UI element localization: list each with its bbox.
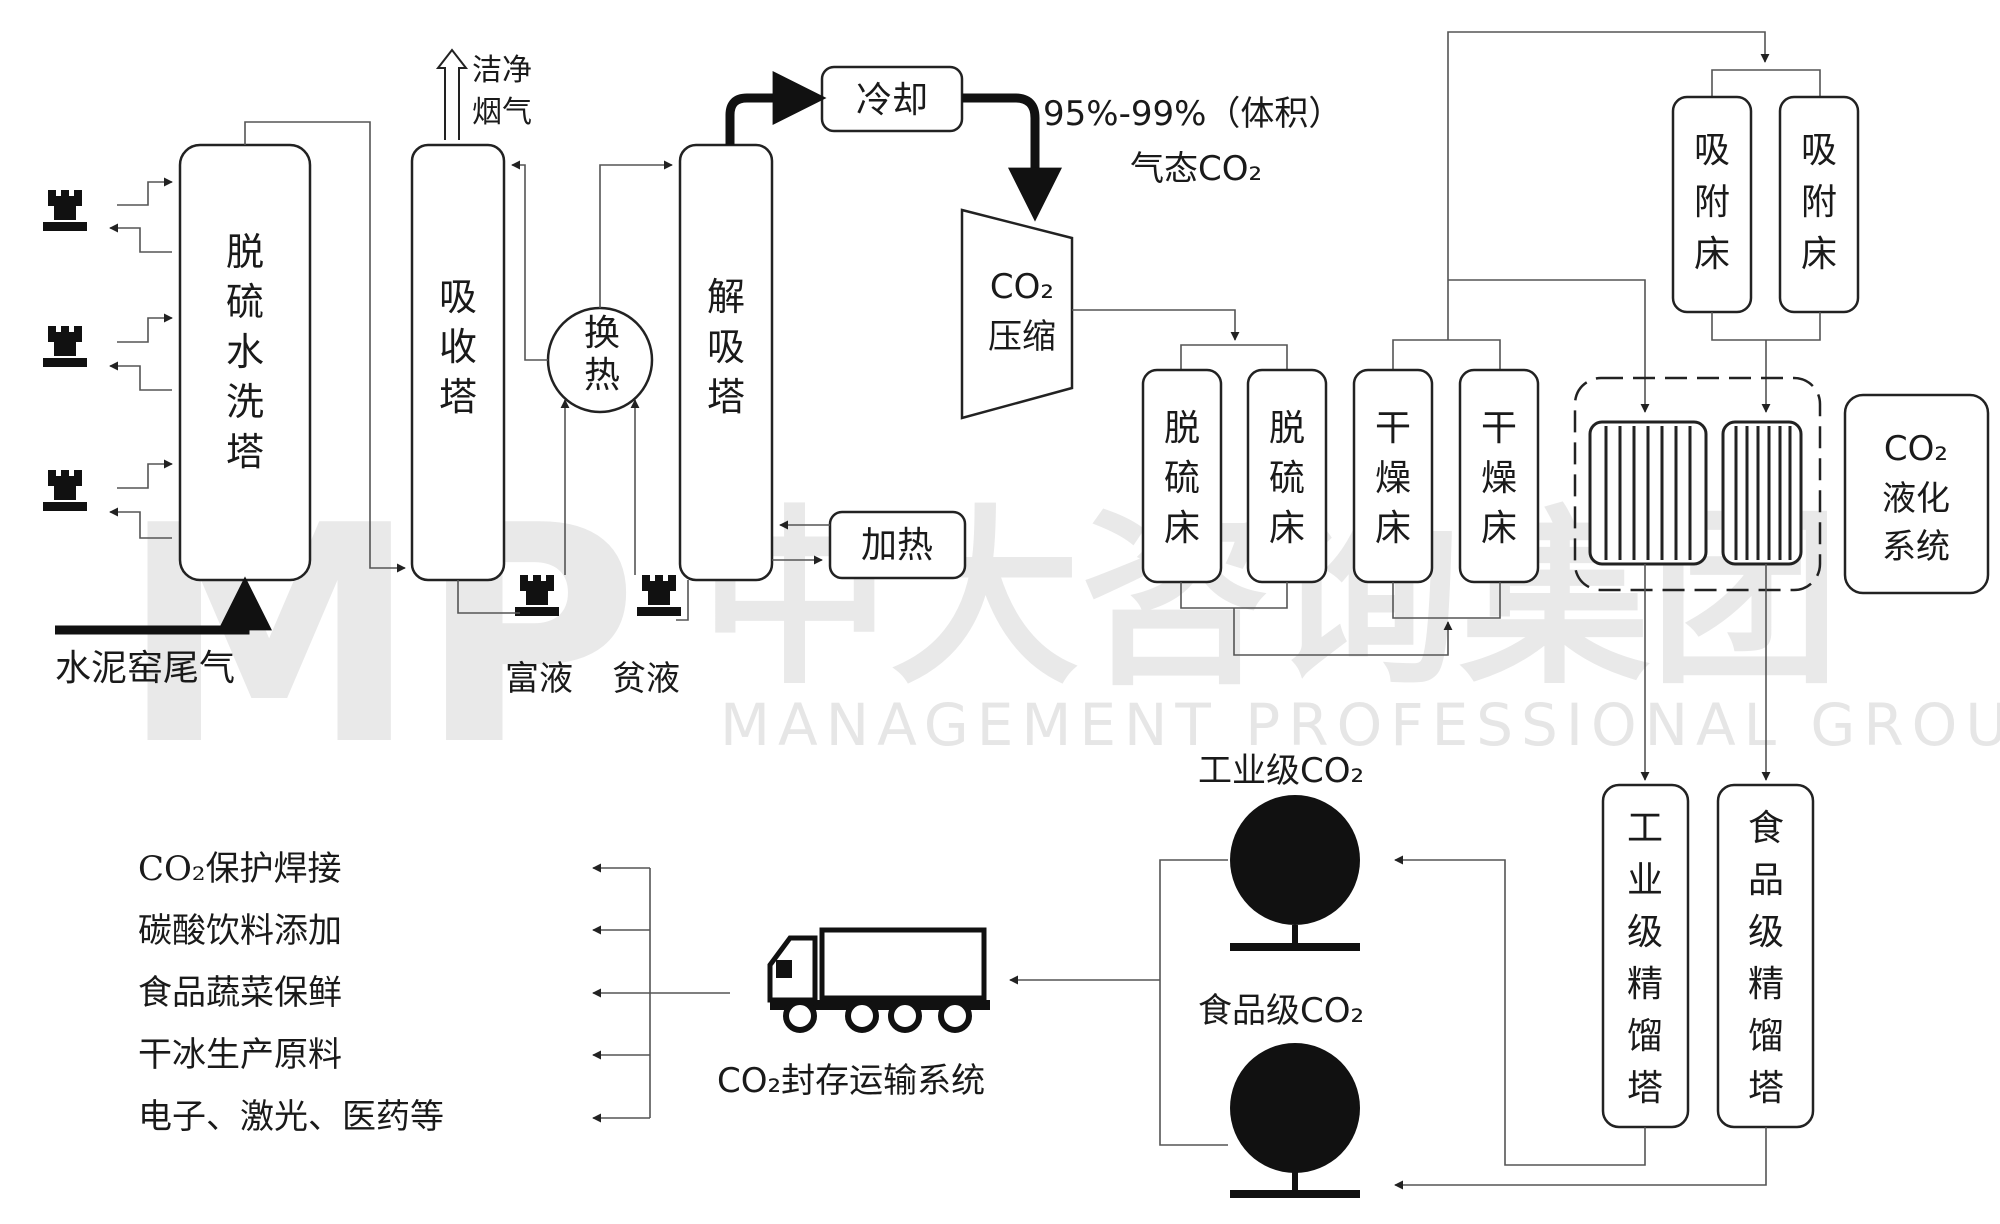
storage-tank-icon xyxy=(1230,795,1360,951)
rich-liquid-line xyxy=(457,580,520,614)
pump-icon xyxy=(43,190,87,231)
pump-icon xyxy=(43,470,87,511)
co2-compressor: CO₂ 压缩 xyxy=(960,208,1074,420)
heat-exchanger-to-absorber xyxy=(511,160,548,361)
svg-text:干燥床: 干燥床 xyxy=(1375,408,1411,549)
adsorb-bed-footer xyxy=(1711,312,1821,341)
lean-liquid-line xyxy=(676,580,689,621)
liquefaction-system-label: 液化系统 xyxy=(1882,479,1950,567)
desulf-bed-header xyxy=(1180,344,1288,370)
wash-to-absorber-top xyxy=(244,121,406,573)
desulf-to-dry-line xyxy=(1233,608,1453,656)
clean-flue-gas-arrow xyxy=(435,48,469,140)
industrial-to-tank-line xyxy=(1394,855,1646,1166)
compressor-to-desulf-beds xyxy=(1072,309,1240,341)
pump-connections xyxy=(109,177,173,539)
gaseous-co2-label: 气态CO₂ xyxy=(1130,149,1262,189)
liquefaction-system xyxy=(1573,376,1822,592)
svg-text:脱硫床: 脱硫床 xyxy=(1269,408,1305,549)
pump-icon xyxy=(43,326,87,367)
svg-text:MANAGEMENT PROFESSIONAL GROUP: MANAGEMENT PROFESSIONAL GROUP xyxy=(720,691,2000,759)
heat-exchanger-to-desorber xyxy=(599,160,673,308)
svg-text:吸附床: 吸附床 xyxy=(1694,130,1730,275)
truck-icon xyxy=(767,927,990,1033)
industrial-grade-distillation-column: 工业级精馏塔 xyxy=(1601,783,1690,1129)
food-co2-label: 食品级CO₂ xyxy=(1198,991,1364,1031)
svg-text:冷却: 冷却 xyxy=(856,80,928,121)
application-item: 碳酸饮料添加 xyxy=(138,911,342,951)
dry-to-adsorb-line xyxy=(1447,31,1770,340)
watermark: MP 中大咨询集团 MANAGEMENT PROFESSIONAL GROUP xyxy=(120,462,2000,811)
rich-liquid-label: 富液 xyxy=(505,659,573,699)
svg-text:食品级精馏塔: 食品级精馏塔 xyxy=(1748,808,1784,1109)
desorber-tower: 解吸塔 xyxy=(678,143,774,582)
svg-text:脱硫床: 脱硫床 xyxy=(1164,408,1200,549)
co2-liquefaction-label-box: CO₂ 液化系统 xyxy=(1843,393,1990,595)
pump-icon xyxy=(637,575,681,616)
application-item: CO₂保护焊接 xyxy=(138,849,342,889)
industrial-co2-label: 工业级CO₂ xyxy=(1198,751,1364,791)
transport-system-label: CO₂封存运输系统 xyxy=(717,1061,985,1101)
dry-bed-footer xyxy=(1392,582,1501,619)
cooling-unit: 冷却 xyxy=(820,65,964,133)
svg-text:压缩: 压缩 xyxy=(988,317,1056,357)
clean-flue-gas-label: 烟气 xyxy=(472,95,532,130)
svg-text:CO₂: CO₂ xyxy=(1884,429,1948,469)
lean-liquid-label: 贫液 xyxy=(612,659,680,699)
food-to-tank-line xyxy=(1394,1127,1767,1190)
storage-tank-icon xyxy=(1230,1043,1360,1198)
purity-label: 95%-99%（体积） xyxy=(1043,94,1342,134)
application-item: 干冰生产原料 xyxy=(138,1035,342,1075)
svg-text:CO₂: CO₂ xyxy=(990,267,1054,307)
dry-bed-header xyxy=(1392,339,1501,370)
absorber-tower: 吸收塔 xyxy=(410,143,506,582)
desulfurization-bed: 脱硫床 xyxy=(1141,368,1223,584)
svg-text:换热: 换热 xyxy=(584,313,620,396)
adsorb-bed-header xyxy=(1711,69,1821,97)
dry-to-liquefaction-line xyxy=(1448,279,1650,413)
svg-text:工业级精馏塔: 工业级精馏塔 xyxy=(1627,808,1663,1109)
adsorption-bed: 吸附床 xyxy=(1778,95,1860,314)
tanks-to-transport-line xyxy=(1159,859,1228,1146)
kiln-gas-feed-line xyxy=(55,576,272,635)
cooling-to-compressor-line xyxy=(962,93,1062,222)
clean-flue-gas-label: 洁净 xyxy=(472,53,532,88)
heat-exchanger: 换热 xyxy=(546,306,654,414)
drying-bed: 干燥床 xyxy=(1458,368,1540,584)
adsorption-bed: 吸附床 xyxy=(1671,95,1753,314)
svg-text:吸收塔: 吸收塔 xyxy=(439,275,477,419)
desulfurization-wash-tower: 脱硫水洗塔 xyxy=(178,143,312,582)
svg-text:脱硫水洗塔: 脱硫水洗塔 xyxy=(226,230,264,474)
svg-text:吸附床: 吸附床 xyxy=(1801,130,1837,275)
svg-text:干燥床: 干燥床 xyxy=(1481,408,1517,549)
application-item: 电子、激光、医药等 xyxy=(138,1097,444,1137)
desorber-to-cooling-line xyxy=(725,71,827,145)
heating-unit: 加热 xyxy=(828,510,967,580)
cement-kiln-gas-label: 水泥窑尾气 xyxy=(55,648,235,689)
application-item: 食品蔬菜保鲜 xyxy=(138,973,342,1013)
desulfurization-bed: 脱硫床 xyxy=(1246,368,1328,584)
drying-bed: 干燥床 xyxy=(1352,368,1434,584)
svg-text:解吸塔: 解吸塔 xyxy=(707,275,745,419)
svg-text:加热: 加热 xyxy=(861,525,933,566)
food-grade-distillation-column: 食品级精馏塔 xyxy=(1716,783,1815,1129)
